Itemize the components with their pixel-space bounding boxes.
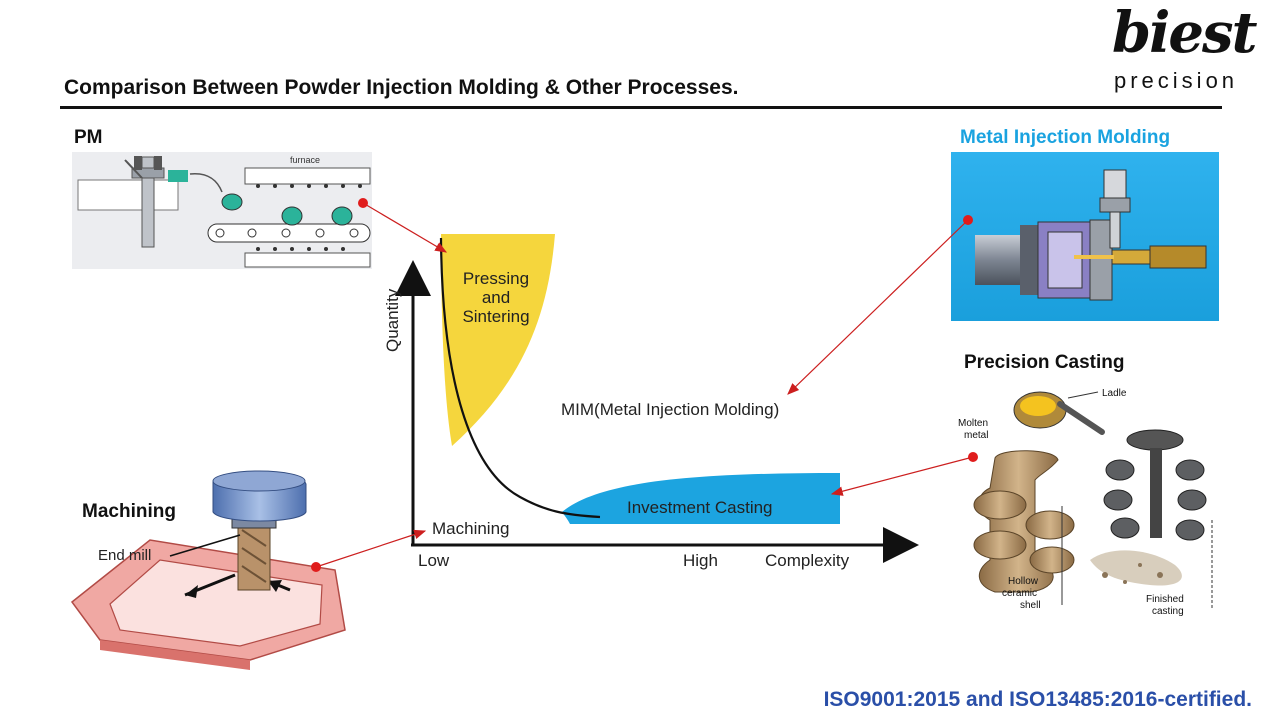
end-mill-label: End mill (98, 547, 151, 564)
finished-label-1: Finished (1146, 594, 1184, 605)
pressing-region (441, 234, 555, 446)
machining-label: Machining (82, 501, 176, 522)
mim-arrow (787, 219, 969, 395)
hollow-label-3: shell (1020, 600, 1041, 611)
hollow-label-1: Hollow (1008, 576, 1039, 587)
biest-logo: biest precision (1108, 0, 1258, 106)
mim-region-label: MIM(Metal Injection Molding) (561, 400, 779, 419)
furnace-label: furnace (290, 155, 320, 165)
connector-arrows (311, 198, 978, 572)
pm-illustration: furnace (72, 152, 372, 269)
machining-region-label: Machining (432, 519, 510, 538)
pressing-label-2: and (482, 288, 510, 307)
ladle-label: Ladle (1102, 388, 1127, 399)
precision-casting-label: Precision Casting (964, 352, 1125, 373)
title-divider (60, 106, 1222, 109)
machining-illustration: End mill (70, 470, 346, 670)
y-axis-label: Quantity (383, 288, 402, 352)
precision-casting-illustration: Ladle Molten metal Hollow ceramic shell … (958, 388, 1213, 617)
machining-arrow (315, 529, 427, 568)
pm-marker-dot (358, 198, 368, 208)
machining-marker-dot (311, 562, 321, 572)
investment-region (562, 473, 840, 524)
hollow-label-2: ceramic (1002, 588, 1037, 599)
pm-label: PM (74, 127, 103, 148)
x-low-label: Low (418, 551, 450, 570)
certification-footer: ISO9001:2015 and ISO13485:2016-certified… (823, 688, 1252, 711)
finished-label-2: casting (1152, 606, 1184, 617)
logo-subtitle: precision (1114, 68, 1239, 93)
casting-marker-dot (968, 452, 978, 462)
page-title: Comparison Between Powder Injection Mold… (64, 76, 739, 99)
molten-label-2: metal (964, 430, 988, 441)
pressing-label-3: Sintering (462, 307, 529, 326)
mim-illustration (951, 152, 1219, 321)
pressing-label-1: Pressing (463, 269, 529, 288)
mim-label: Metal Injection Molding (960, 127, 1171, 148)
mim-marker-dot (963, 215, 973, 225)
logo-word: biest (1112, 0, 1257, 66)
casting-arrow (830, 456, 974, 496)
molten-label-1: Molten (958, 418, 988, 429)
investment-label: Investment Casting (627, 498, 773, 517)
pm-arrow (362, 202, 448, 253)
chart-area: Quantity Low High Complexity Pressing an… (383, 234, 919, 570)
x-high-label: High (683, 551, 718, 570)
tradeoff-curve (439, 237, 601, 519)
x-axis-label: Complexity (765, 551, 850, 570)
